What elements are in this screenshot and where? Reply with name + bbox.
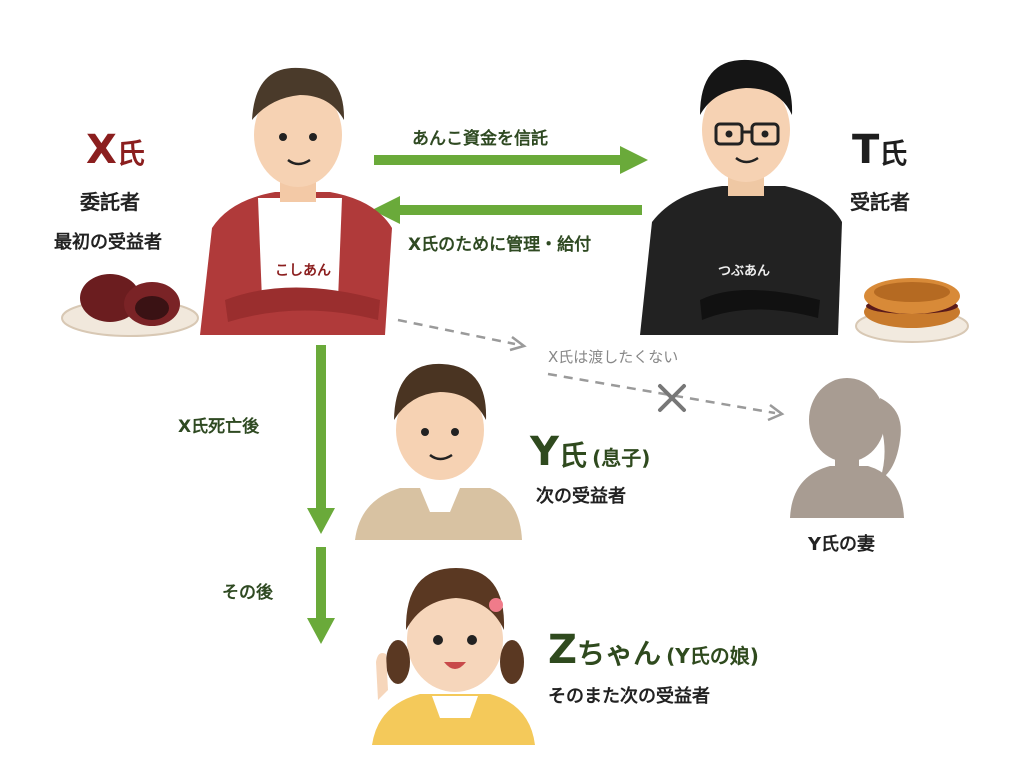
person-x-illustration	[200, 67, 392, 335]
person-z-illustration	[372, 568, 535, 745]
arrow-x-to-t	[374, 146, 648, 174]
arrow-y-to-z	[307, 547, 335, 644]
dorayaki-icon	[855, 278, 969, 343]
z-role-1: そのまた次の受益者	[548, 686, 710, 707]
arrow-x-to-y-label: X氏死亡後	[178, 417, 260, 437]
arrow-x-to-y	[307, 345, 335, 534]
t-role-1: 受託者	[850, 190, 910, 214]
arrow-x-to-t-label: あんこ資金を信託	[412, 129, 548, 149]
person-t-illustration	[640, 59, 842, 335]
dashed-arrow-label: X氏は渡したくない	[548, 348, 679, 366]
t-suffix: 氏	[879, 137, 908, 170]
arrow-t-to-x-label: X氏のために管理・給付	[408, 235, 592, 255]
y-role-1: 次の受益者	[536, 486, 626, 507]
koshian-manju-icon	[61, 274, 199, 337]
y-suffix: 氏	[558, 439, 587, 472]
arrow-y-to-z-label: その後	[222, 583, 273, 603]
z-suffix: ちゃん	[577, 637, 662, 670]
person-y-illustration	[355, 363, 522, 540]
y-relation: (息子)	[592, 446, 651, 470]
z-name: Z	[548, 627, 578, 673]
z-name-label: Zちゃん (Y氏の娘)	[548, 630, 759, 672]
x-role-2: 最初の受益者	[54, 232, 162, 253]
x-suffix: 氏	[116, 137, 145, 170]
t-name: T	[852, 127, 880, 173]
y-name-label: Y氏 (息子)	[530, 432, 650, 474]
x-name: X	[86, 127, 117, 173]
x-shirt-text: こしあん	[275, 263, 331, 279]
silhouette-woman-icon	[790, 378, 904, 518]
cross-icon	[658, 384, 686, 412]
arrow-t-to-x	[372, 196, 642, 224]
x-name-label: X氏	[86, 130, 145, 172]
wife-label: Y氏の妻	[808, 534, 876, 555]
y-name: Y	[530, 429, 559, 475]
t-name-label: T氏	[852, 130, 907, 172]
dashed-arrow-to-wife	[397, 318, 785, 422]
z-relation: (Y氏の娘)	[666, 644, 759, 668]
t-shirt-text: つぶあん	[718, 264, 771, 279]
x-role-1: 委託者	[80, 190, 140, 214]
